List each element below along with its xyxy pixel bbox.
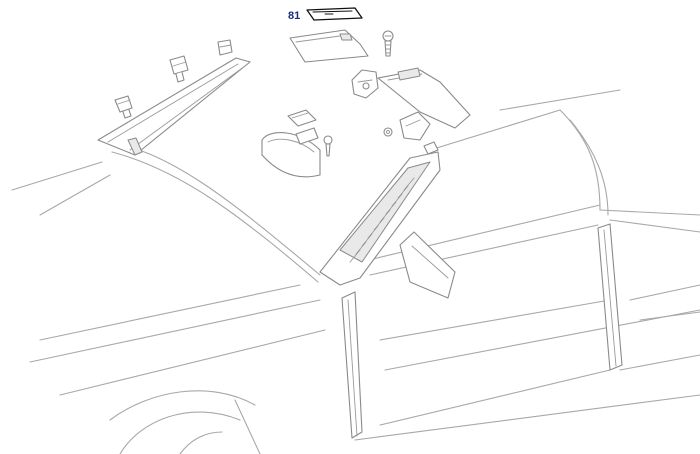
mirror-screw [323, 135, 333, 157]
washer [383, 127, 393, 137]
mirror-mount-plate [287, 109, 317, 127]
right-sun-visor [377, 67, 471, 129]
rear-view-mirror [261, 127, 321, 178]
visor-clip-small [423, 141, 439, 155]
vanity-mirror-cover-81[interactable] [306, 7, 363, 21]
left-sun-visor [289, 29, 369, 63]
mounting-screw-upper [382, 30, 394, 57]
visor-retaining-clip [399, 111, 431, 141]
left-a-pillar-trim [97, 57, 251, 156]
center-a-pillar-trim [319, 151, 441, 286]
trim-clip-left-lower [114, 95, 133, 119]
trim-clip-left-upper [217, 39, 233, 56]
exterior-side-mirror [399, 231, 456, 299]
car-body-outline [11, 89, 700, 454]
callout-label-81[interactable]: 81 [288, 10, 300, 22]
door-seal-strip-front [341, 291, 363, 439]
visor-hinge-bracket [351, 69, 379, 99]
door-seal-strip-rear [597, 223, 623, 371]
trim-clip-left-middle [169, 55, 189, 83]
